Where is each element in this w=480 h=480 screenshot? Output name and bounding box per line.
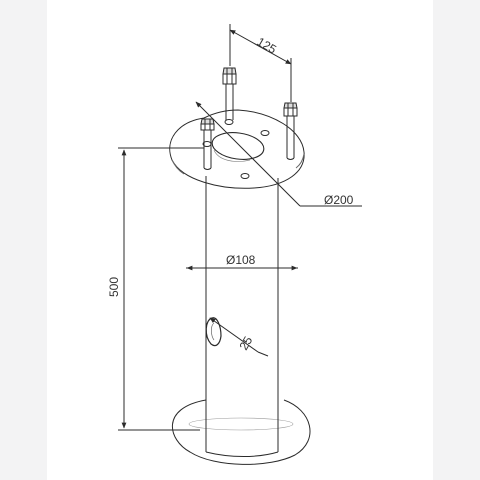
label-flange-diameter: Ø200 xyxy=(324,193,354,207)
bolt-right xyxy=(283,102,298,160)
base-plate xyxy=(171,399,311,465)
label-bolt-spacing: 125 xyxy=(255,34,280,56)
drawing-sheet xyxy=(47,0,433,480)
dim-height xyxy=(118,147,204,431)
label-slot-size: 25 xyxy=(236,334,255,353)
dim-slot xyxy=(209,317,269,357)
cable-slot xyxy=(205,317,222,347)
dim-flange-diameter xyxy=(195,101,362,207)
dim-bolt-spacing xyxy=(229,24,292,102)
bolt-left xyxy=(200,118,215,170)
label-height: 500 xyxy=(107,277,121,297)
tube xyxy=(205,176,279,457)
top-flange xyxy=(169,109,305,189)
bolt-center xyxy=(222,67,237,120)
label-tube-diameter: Ø108 xyxy=(226,253,256,267)
